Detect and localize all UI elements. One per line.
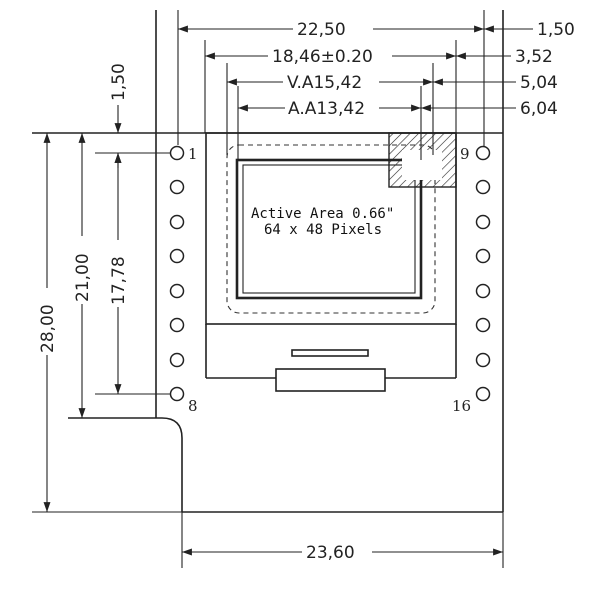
dim-pin-span: 17,78 xyxy=(109,153,129,394)
dim-right-offset-1: 1,50 xyxy=(537,20,575,40)
dim-tolerance-width: 18,46±0.20 xyxy=(205,47,456,67)
dim-right-offset-4: 6,04 xyxy=(520,99,558,119)
left-pin-row xyxy=(169,145,185,402)
right-pin-row xyxy=(475,145,491,402)
dim-pin-span-label: 17,78 xyxy=(109,256,129,305)
pin-9-label: 9 xyxy=(460,145,470,163)
active-area-resolution: 64 x 48 Pixels xyxy=(264,222,382,238)
active-area-title: Active Area 0.66" xyxy=(251,206,394,222)
pin-8-label: 8 xyxy=(188,397,198,415)
dim-right-offset-2: 3,52 xyxy=(515,47,553,67)
hatched-corner xyxy=(388,132,457,188)
dim-overall-width: 22,50 xyxy=(178,20,484,40)
dim-right-offset-3: 5,04 xyxy=(520,73,558,93)
dim-va-width: V.A15,42 xyxy=(227,73,433,93)
dim-pin-offset-label: 1,50 xyxy=(109,63,129,101)
dim-overall-width-label: 22,50 xyxy=(297,20,346,40)
dim-total-height-label: 28,00 xyxy=(38,304,58,353)
display-glass xyxy=(205,132,457,392)
viewing-area-outline xyxy=(226,144,436,314)
dim-pin-offset: 1,50 xyxy=(109,63,129,168)
dim-total-height: 28,00 xyxy=(38,133,58,512)
dim-pcb-height: 21,00 xyxy=(73,133,93,418)
dim-aa-width-label: A.A13,42 xyxy=(288,99,365,119)
dim-bottom-width-label: 23,60 xyxy=(306,543,355,563)
dim-va-width-label: V.A15,42 xyxy=(287,73,362,93)
active-area: Active Area 0.66" 64 x 48 Pixels xyxy=(235,158,423,300)
dim-tolerance-width-label: 18,46±0.20 xyxy=(272,47,373,67)
board-outline xyxy=(32,10,504,513)
pin-1-label: 1 xyxy=(188,145,198,163)
dim-right-offsets: 1,50 3,52 5,04 6,04 xyxy=(421,20,575,119)
dim-aa-width: A.A13,42 xyxy=(238,99,421,119)
pin-16-label: 16 xyxy=(452,397,471,415)
dim-pcb-height-label: 21,00 xyxy=(73,253,93,302)
dim-bottom-width: 23,60 xyxy=(182,543,503,563)
